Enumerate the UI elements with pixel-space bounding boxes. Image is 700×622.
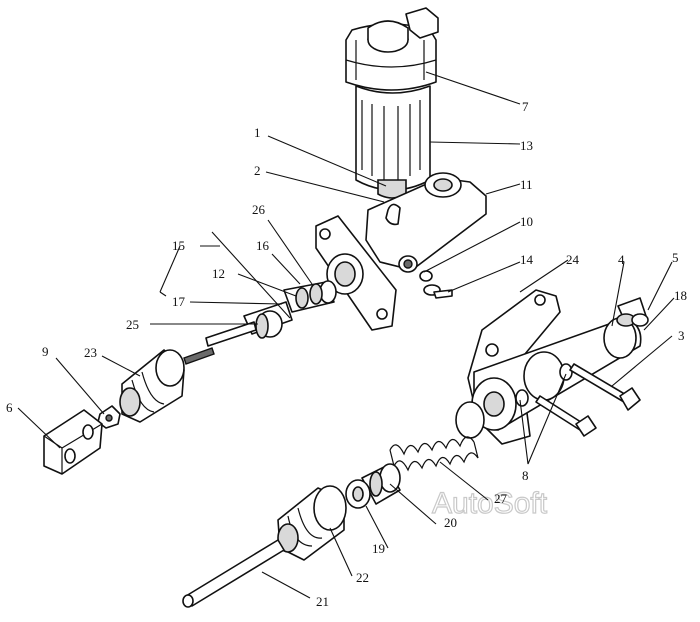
- watermark: AutoSoft: [432, 487, 548, 520]
- piston-seal: [345, 479, 371, 509]
- callout-labels: 1 2 3 4 5 6 7 8 9 10 11 12 13 14 15 16 1…: [6, 99, 687, 609]
- callout-23: 23: [84, 345, 97, 360]
- callout-21: 21: [316, 594, 329, 609]
- clevis-fork: [43, 409, 103, 475]
- callout-10: 10: [520, 214, 533, 229]
- dust-boot-lower: [277, 485, 347, 561]
- dust-cap: [631, 313, 649, 327]
- master-cylinder-body: [365, 172, 487, 273]
- callout-19: 19: [372, 541, 385, 556]
- piston-assembly: [243, 280, 337, 339]
- callout-18: 18: [674, 288, 687, 303]
- callout-20: 20: [444, 515, 457, 530]
- push-rod-lower: [182, 539, 285, 608]
- callout-4: 4: [618, 252, 625, 267]
- reservoir-cap: [345, 7, 439, 91]
- leader-lines: [17, 71, 675, 599]
- cylinder-mounting-flange: [315, 215, 397, 331]
- callout-7: 7: [522, 99, 529, 114]
- dust-boot-upper: [119, 349, 185, 423]
- callout-25: 25: [126, 317, 139, 332]
- callout-11: 11: [520, 177, 533, 192]
- callout-17: 17: [172, 294, 186, 309]
- callout-8: 8: [522, 468, 529, 483]
- callout-6: 6: [6, 400, 13, 415]
- spring-washer-b: [559, 363, 573, 381]
- seal-washer: [419, 270, 433, 282]
- callout-5: 5: [672, 250, 679, 265]
- callout-26: 26: [252, 202, 266, 217]
- fluid-reservoir: [355, 85, 431, 199]
- callout-13: 13: [520, 138, 533, 153]
- callout-1: 1: [254, 125, 261, 140]
- mounting-bolt-long: [569, 363, 641, 411]
- slave-piston: [361, 463, 401, 505]
- callout-15: 15: [172, 238, 185, 253]
- callout-3: 3: [678, 328, 685, 343]
- slave-cylinder-body: [467, 289, 642, 445]
- callout-2: 2: [254, 163, 261, 178]
- mounting-bolt-short: [535, 395, 597, 437]
- callout-24: 24: [566, 252, 580, 267]
- slave-piston-spring: [389, 401, 485, 472]
- callout-14: 14: [520, 252, 534, 267]
- callout-22: 22: [356, 570, 369, 585]
- callout-9: 9: [42, 344, 49, 359]
- callout-12: 12: [212, 266, 225, 281]
- spring-washer-a: [515, 389, 529, 407]
- callout-16: 16: [256, 238, 270, 253]
- push-rod-upper: [183, 321, 257, 365]
- bleeder-bolt: [423, 284, 453, 299]
- callout-27: 27: [494, 491, 508, 506]
